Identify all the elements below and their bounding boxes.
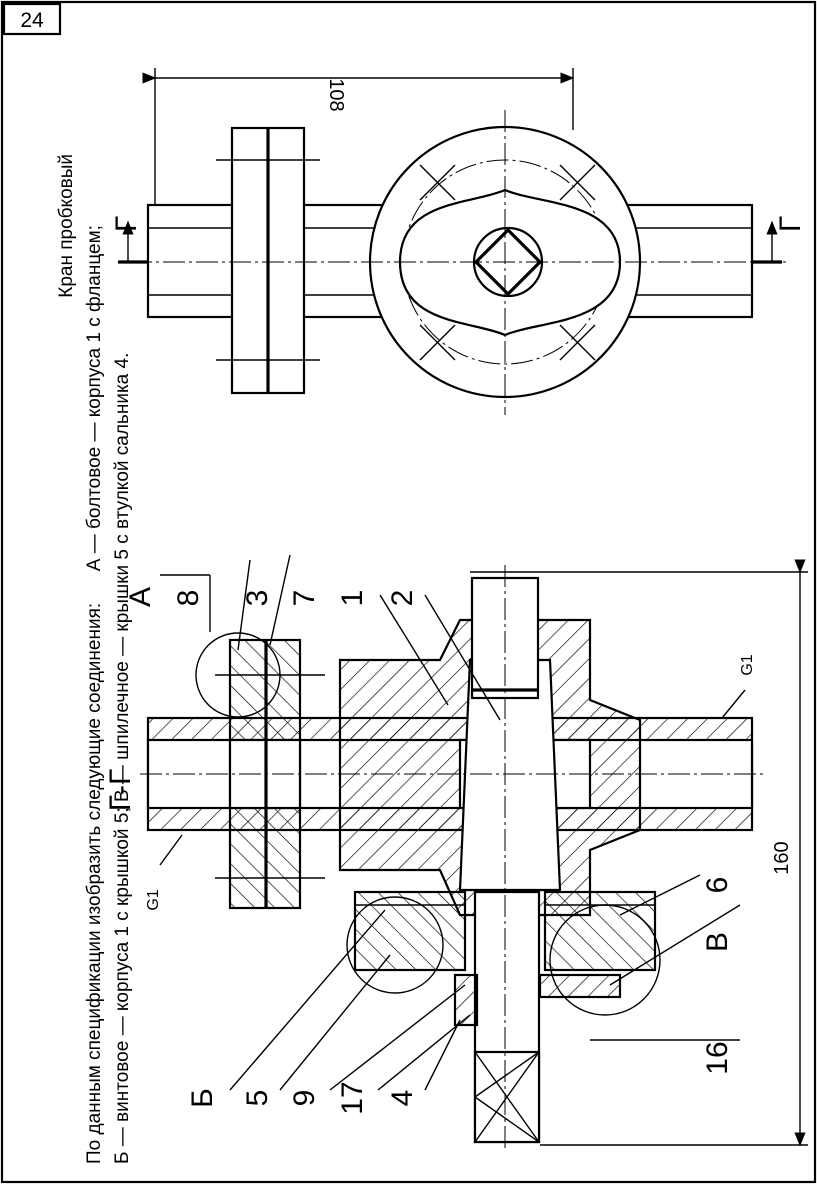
drawing-title: Кран пробковый: [56, 154, 77, 298]
section-name: Г-Г: [104, 769, 137, 811]
task-line-2: Б — винтовое — корпуса 1 с крышкой 5; В …: [112, 353, 133, 1164]
callout-16: 16: [701, 1041, 734, 1074]
thread-label-left: G1: [145, 889, 162, 910]
dimension-160-label: 160: [771, 841, 793, 874]
gland-bush-4: [453, 973, 479, 1027]
joint-b-label: Б: [186, 1088, 219, 1108]
dimension-108-label: 108: [325, 78, 347, 111]
callouts-right: 6 В 16: [590, 874, 741, 1075]
gland-flange: [538, 973, 622, 999]
callout-5: 5: [241, 1090, 274, 1107]
page-number: 24: [20, 9, 44, 32]
bolt-crosses: [419, 164, 596, 361]
callout-1: 1: [336, 590, 369, 607]
joint-circle-v: [549, 904, 661, 1016]
cut-mark-top: Г: [110, 216, 143, 232]
callout-17: 17: [336, 1081, 369, 1114]
page-number-box: [2, 2, 62, 36]
callout-3: 3: [241, 590, 274, 607]
task-line-1: По данным спецификации изобразить следую…: [84, 225, 105, 1164]
joint-a-label: А: [124, 587, 157, 607]
callout-2: 2: [386, 590, 419, 607]
thread-label-right: G1: [739, 654, 756, 675]
callout-4: 4: [386, 1090, 419, 1107]
joint-circle-a: [195, 632, 281, 718]
callouts-top: А 8 3 7 1 2: [124, 554, 501, 721]
callout-8: 8: [172, 590, 205, 607]
callout-6: 6: [701, 877, 734, 894]
callouts-left: Б 5 9 17 4: [186, 909, 471, 1115]
joint-v-label: В: [701, 932, 734, 952]
callout-9: 9: [288, 1090, 321, 1107]
callout-7: 7: [288, 590, 321, 607]
header-text-group: По данным спецификации изобразить следую…: [56, 154, 133, 1164]
stem-square-head: [473, 227, 543, 297]
section-view: 160 G1 G1 Г-Г А 8 3 7 1 2 6 В: [104, 554, 808, 1150]
top-view: Г Г 108: [110, 68, 807, 415]
joint-circle-b: [346, 896, 444, 994]
cut-mark-bottom: Г: [774, 216, 807, 232]
cover-5-right: [543, 890, 657, 972]
